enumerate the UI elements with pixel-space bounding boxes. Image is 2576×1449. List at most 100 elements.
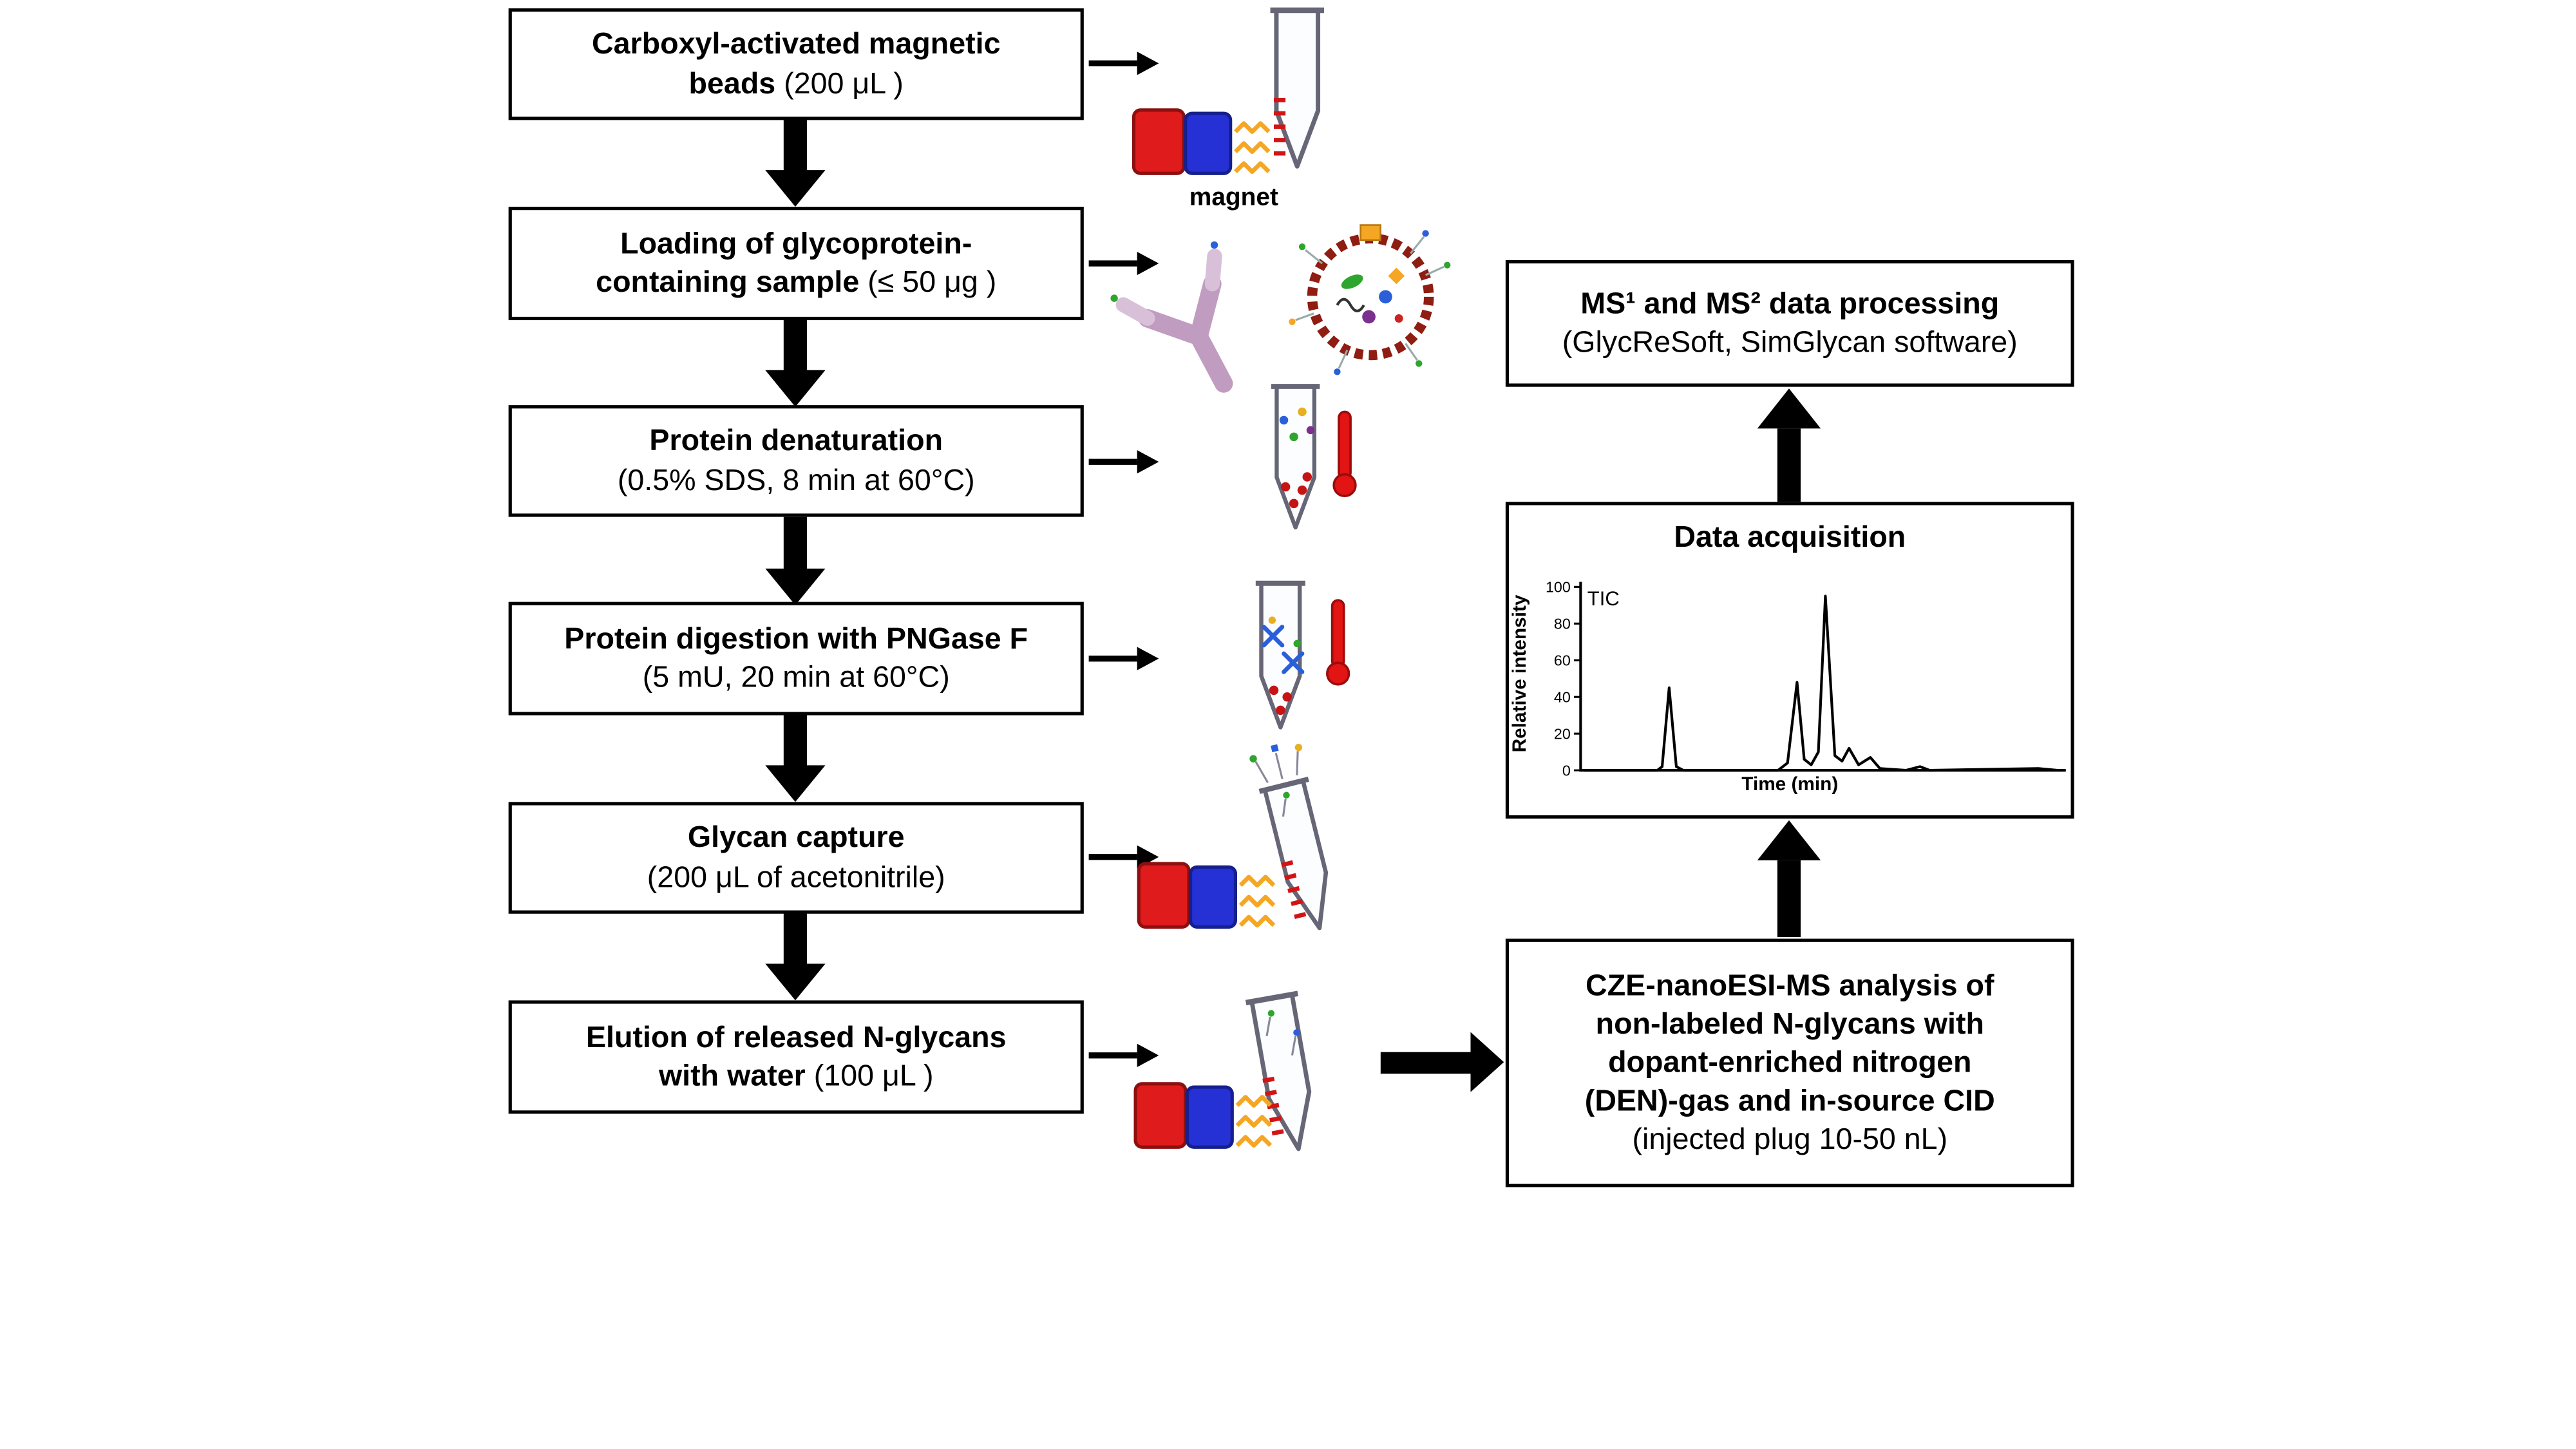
text-line: Protein denaturation bbox=[649, 422, 943, 461]
arrow-right-icon bbox=[1088, 1043, 1159, 1067]
magnet-beads-illustration bbox=[1134, 10, 1324, 173]
linker-icon bbox=[1235, 164, 1269, 172]
ms-processing-box: MS¹ and MS² data processing (GlycReSoft, … bbox=[1505, 260, 2074, 387]
magnet-label: magnet bbox=[1189, 183, 1278, 212]
text-bold: Glycan capture bbox=[687, 821, 905, 855]
text-line: Glycan capture bbox=[688, 819, 905, 858]
text-line: beads (200 μL ) bbox=[689, 64, 904, 103]
arrow-down-icon bbox=[765, 118, 826, 207]
data-acquisition-box: Data acquisition bbox=[1505, 502, 2074, 819]
svg-text:40: 40 bbox=[1554, 688, 1571, 705]
antibody-icon bbox=[1110, 241, 1233, 393]
linker-icon bbox=[1235, 124, 1269, 132]
text-regular: (GlycReSoft, SimGlycan software) bbox=[1562, 325, 2018, 359]
linker-icon bbox=[1240, 877, 1274, 886]
linker-icon bbox=[1240, 917, 1274, 925]
text-line: dopant-enriched nitrogen bbox=[1608, 1044, 1971, 1083]
data-acquisition-title: Data acquisition bbox=[1674, 520, 1906, 554]
arrow-down-icon bbox=[765, 318, 826, 407]
text-bold: Elution of released N-glycans bbox=[585, 1020, 1007, 1054]
enzyme-icon bbox=[1262, 625, 1305, 674]
text-bold: Protein digestion with PNGase F bbox=[564, 621, 1028, 656]
chart-series-label: TIC bbox=[1587, 587, 1620, 611]
text-bold: MS¹ and MS² data processing bbox=[1580, 287, 2000, 321]
svg-text:0: 0 bbox=[1562, 762, 1571, 779]
step-box-sample-loading: Loading of glycoprotein-containing sampl… bbox=[508, 207, 1084, 321]
tube-icon bbox=[1246, 994, 1325, 1153]
text-line: MS¹ and MS² data processing bbox=[1580, 285, 1999, 324]
svg-text:80: 80 bbox=[1554, 616, 1571, 632]
arrow-down-icon bbox=[765, 912, 826, 1001]
arrow-down-icon bbox=[765, 714, 826, 802]
text-regular: (200 μL of acetonitrile) bbox=[647, 859, 945, 893]
text-line: (5 mU, 20 min at 60°C) bbox=[643, 659, 950, 697]
text-bold: Loading of glycoprotein- bbox=[620, 227, 972, 260]
glycan-capture-illustration bbox=[1139, 743, 1345, 934]
text-regular: (100 μL ) bbox=[813, 1059, 934, 1092]
text-line: Elution of released N-glycans bbox=[586, 1019, 1007, 1057]
text-regular: (200 μL ) bbox=[784, 66, 904, 100]
thermometer-icon bbox=[1326, 599, 1350, 686]
text-line: Loading of glycoprotein- bbox=[620, 225, 972, 263]
text-bold: non-labeled N-glycans with bbox=[1595, 1007, 1984, 1041]
linker-icon bbox=[1237, 1097, 1271, 1106]
arrow-right-icon bbox=[1088, 52, 1159, 75]
text-line: (injected plug 10-50 nL) bbox=[1632, 1121, 1947, 1159]
text-bold: beads bbox=[688, 66, 784, 100]
text-bold: containing sample bbox=[596, 265, 868, 299]
arrow-right-icon bbox=[1088, 647, 1159, 670]
magnet-icon bbox=[1135, 1084, 1232, 1147]
arrow-right-icon bbox=[1088, 251, 1159, 276]
digestion-illustration bbox=[1256, 583, 1350, 728]
text-line: (0.5% SDS, 8 min at 60°C) bbox=[618, 461, 975, 500]
thermometer-icon bbox=[1332, 410, 1357, 498]
step-box-denaturation: Protein denaturation (0.5% SDS, 8 min at … bbox=[508, 405, 1084, 517]
linker-icon bbox=[1240, 897, 1274, 905]
chart-x-axis-label: Time (min) bbox=[1741, 775, 1839, 795]
text-bold: with water bbox=[658, 1059, 814, 1092]
text-line: (GlycReSoft, SimGlycan software) bbox=[1562, 323, 2018, 362]
linker-icon bbox=[1235, 144, 1269, 152]
text-regular: (≤ 50 μg ) bbox=[867, 265, 997, 299]
svg-text:100: 100 bbox=[1546, 579, 1571, 596]
arrow-up-icon bbox=[1757, 820, 1821, 938]
svg-text:20: 20 bbox=[1554, 725, 1571, 742]
linker-icon bbox=[1237, 1117, 1271, 1126]
text-line: containing sample (≤ 50 μg ) bbox=[596, 263, 996, 302]
tube-icon bbox=[1260, 779, 1345, 934]
text-line: non-labeled N-glycans with bbox=[1596, 1005, 1984, 1044]
illustration-column bbox=[1110, 0, 1451, 1200]
magnet-icon bbox=[1134, 110, 1231, 173]
linker-icon bbox=[1237, 1137, 1271, 1146]
text-line: Protein digestion with PNGase F bbox=[564, 620, 1028, 659]
denaturation-illustration bbox=[1271, 386, 1357, 527]
text-regular: (5 mU, 20 min at 60°C) bbox=[642, 660, 950, 694]
step-box-digestion: Protein digestion with PNGase F (5 mU, 20… bbox=[508, 601, 1084, 715]
glycoprotein-sample-illustration bbox=[1110, 224, 1451, 393]
text-regular: (0.5% SDS, 8 min at 60°C) bbox=[617, 462, 975, 497]
arrow-right-icon bbox=[1088, 450, 1159, 474]
tic-chromatogram: 0 20 40 60 80 100 bbox=[1546, 579, 2066, 779]
tube-icon bbox=[1271, 10, 1324, 166]
text-line: (DEN)-gas and in-source CID bbox=[1585, 1082, 1995, 1121]
text-line: CZE-nanoESI-MS analysis of bbox=[1586, 967, 1994, 1005]
text-bold: dopant-enriched nitrogen bbox=[1608, 1045, 1972, 1079]
text-bold: Protein denaturation bbox=[649, 424, 943, 458]
text-line: (200 μL of acetonitrile) bbox=[647, 858, 945, 896]
text-line: with water (100 μL ) bbox=[659, 1057, 934, 1095]
arrow-down-icon bbox=[765, 516, 826, 605]
step-box-glycan-capture: Glycan capture (200 μL of acetonitrile) bbox=[508, 802, 1084, 914]
text-bold: (DEN)-gas and in-source CID bbox=[1584, 1083, 1995, 1117]
svg-text:60: 60 bbox=[1554, 652, 1571, 669]
text-line: Carboxyl-activated magnetic bbox=[592, 26, 1001, 64]
text-bold: CZE-nanoESI-MS analysis of bbox=[1586, 969, 1994, 1002]
text-regular: (injected plug 10-50 nL) bbox=[1632, 1122, 1948, 1156]
text-bold: Carboxyl-activated magnetic bbox=[591, 27, 1001, 61]
arrow-up-icon bbox=[1757, 388, 1821, 502]
chart-y-axis-label: Relative intensity bbox=[1510, 594, 1531, 753]
arrow-right-thick-icon bbox=[1380, 1032, 1504, 1092]
elution-illustration bbox=[1135, 994, 1324, 1153]
